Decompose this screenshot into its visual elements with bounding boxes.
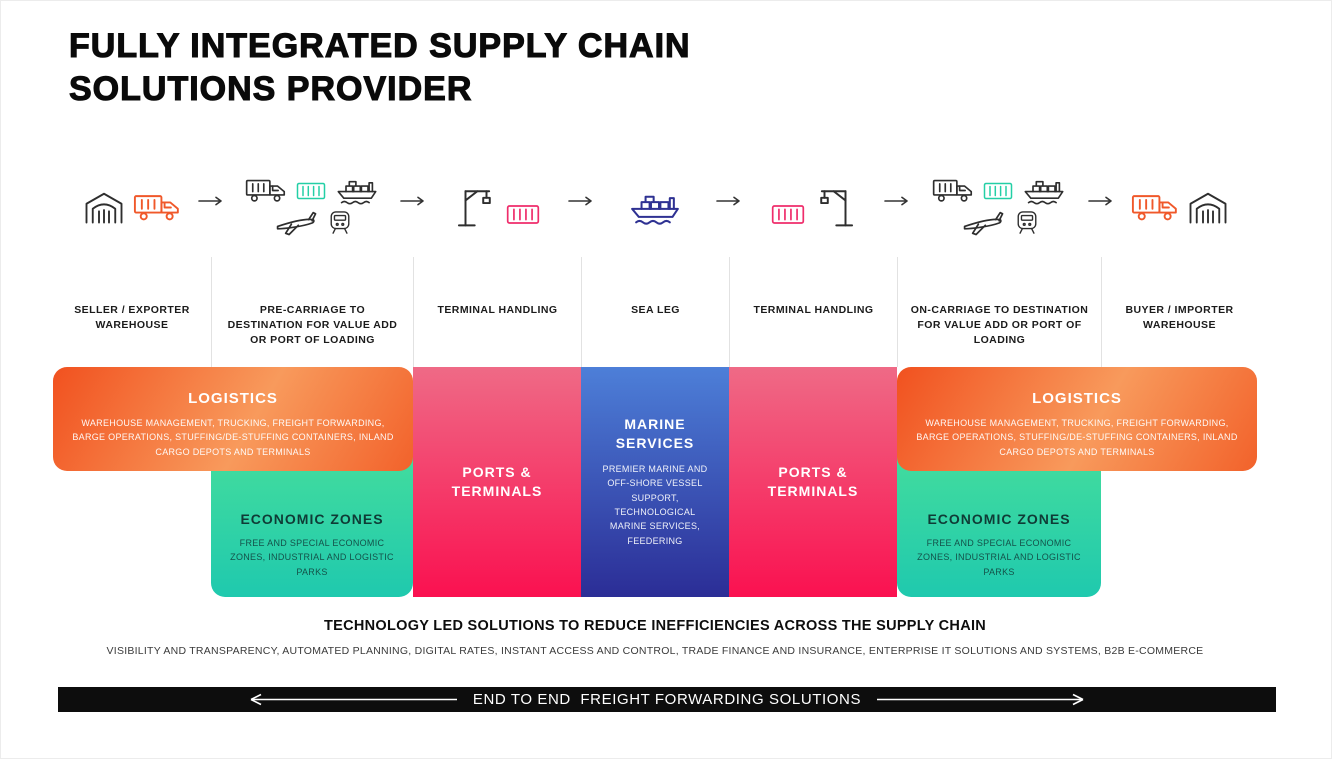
stage-icons-buyer-warehouse <box>1101 157 1257 257</box>
stage-label-on-carriage: ON-CARRIAGE TO DESTINATION FOR VALUE ADD… <box>897 257 1101 367</box>
block-title: ECONOMIC ZONES <box>927 511 1071 527</box>
logistics-right-block: LOGISTICS WAREHOUSE MANAGEMENT, TRUCKING… <box>897 367 1257 471</box>
plane-icon <box>960 208 1006 238</box>
ship-icon <box>628 190 682 225</box>
crane-icon <box>814 186 856 228</box>
end-to-end-bar: END TO END FREIGHT FORWARDING SOLUTIONS <box>58 687 1276 712</box>
flow-arrow-icon <box>400 196 426 206</box>
container-icon <box>506 203 540 226</box>
stage-icons-sea-leg <box>581 157 729 257</box>
crane-icon <box>455 186 497 228</box>
block-title: LOGISTICS <box>188 390 278 407</box>
stage-icons-terminal-handling-2 <box>729 157 897 257</box>
content-area: FULLY INTEGRATED SUPPLY CHAIN SOLUTIONS … <box>53 1 1257 758</box>
stage-label-sea-leg: SEA LEG <box>581 257 729 367</box>
block-description: FREE AND SPECIAL ECONOMIC ZONES, INDUSTR… <box>230 538 394 577</box>
stage-label-pre-carriage: PRE-CARRIAGE TO DESTINATION FOR VALUE AD… <box>211 257 413 367</box>
flow-arrow-icon <box>884 196 910 206</box>
block-title: MARINE SERVICES <box>615 416 695 451</box>
block-description: FREE AND SPECIAL ECONOMIC ZONES, INDUSTR… <box>917 538 1081 577</box>
flow-arrow-icon <box>716 196 742 206</box>
flow-arrow-icon <box>198 196 224 206</box>
container-icon <box>771 203 805 226</box>
stage-icons-row <box>53 157 1257 257</box>
stage-label-terminal-handling-2: TERMINAL HANDLING <box>729 257 897 367</box>
warehouse-icon <box>1188 191 1228 224</box>
truck-icon <box>932 176 974 205</box>
train-icon <box>1015 210 1039 236</box>
ports-terminals-left-block: PORTS & TERMINALS <box>413 367 581 597</box>
logistics-left-block: LOGISTICS WAREHOUSE MANAGEMENT, TRUCKING… <box>53 367 413 471</box>
stage-icons-terminal-handling-1 <box>413 157 581 257</box>
block-title: ECONOMIC ZONES <box>240 511 384 527</box>
container-truck-icon <box>133 191 181 224</box>
plane-icon <box>273 208 319 238</box>
warehouse-icon <box>84 191 124 224</box>
stage-label-seller-warehouse: SELLER / EXPORTER WAREHOUSE <box>74 304 190 332</box>
stage-labels-row: SELLER / EXPORTER WAREHOUSE PRE-CARRIAGE… <box>53 257 1257 367</box>
stage-label-terminal-handling-1: TERMINAL HANDLING <box>413 257 581 367</box>
ship-icon <box>335 176 379 205</box>
stage-icons-on-carriage <box>897 157 1101 257</box>
service-blocks: ECONOMIC ZONES FREE AND SPECIAL ECONOMIC… <box>53 367 1257 597</box>
ports-terminals-right-block: PORTS & TERMINALS <box>729 367 897 597</box>
stage-icons-seller-warehouse <box>53 157 211 257</box>
stage-label-buyer-warehouse: BUYER / IMPORTER WAREHOUSE <box>1101 257 1257 367</box>
stage-icons-grid <box>53 157 1257 257</box>
end-to-end-label: END TO END FREIGHT FORWARDING SOLUTIONS <box>456 691 878 708</box>
page-title: FULLY INTEGRATED SUPPLY CHAIN SOLUTIONS … <box>68 25 691 111</box>
train-icon <box>328 210 352 236</box>
technology-heading: TECHNOLOGY LED SOLUTIONS TO REDUCE INEFF… <box>323 618 987 634</box>
technology-section: TECHNOLOGY LED SOLUTIONS TO REDUCE INEFF… <box>53 618 1257 657</box>
block-title: PORTS & TERMINALS <box>451 464 543 499</box>
flow-arrow-icon <box>1088 196 1114 206</box>
technology-details: VISIBILITY AND TRANSPARENCY, AUTOMATED P… <box>106 645 1204 657</box>
container-truck-icon <box>1131 191 1179 224</box>
stage-icons-pre-carriage <box>211 157 413 257</box>
marine-services-block: MARINE SERVICES PREMIER MARINE AND OFF-S… <box>581 367 729 597</box>
truck-icon <box>245 176 287 205</box>
block-description: PREMIER MARINE AND OFF-SHORE VESSEL SUPP… <box>602 463 708 546</box>
block-title: LOGISTICS <box>1032 390 1122 407</box>
page-title-line2: SOLUTIONS PROVIDER <box>68 69 473 108</box>
block-description: WAREHOUSE MANAGEMENT, TRUCKING, FREIGHT … <box>916 418 1238 457</box>
container-icon <box>296 181 326 201</box>
block-title: PORTS & TERMINALS <box>767 464 859 499</box>
container-icon <box>983 181 1013 201</box>
page-title-line1: FULLY INTEGRATED SUPPLY CHAIN <box>68 26 691 65</box>
ship-icon <box>1022 176 1066 205</box>
block-description: WAREHOUSE MANAGEMENT, TRUCKING, FREIGHT … <box>72 418 394 457</box>
flow-arrow-icon <box>568 196 594 206</box>
